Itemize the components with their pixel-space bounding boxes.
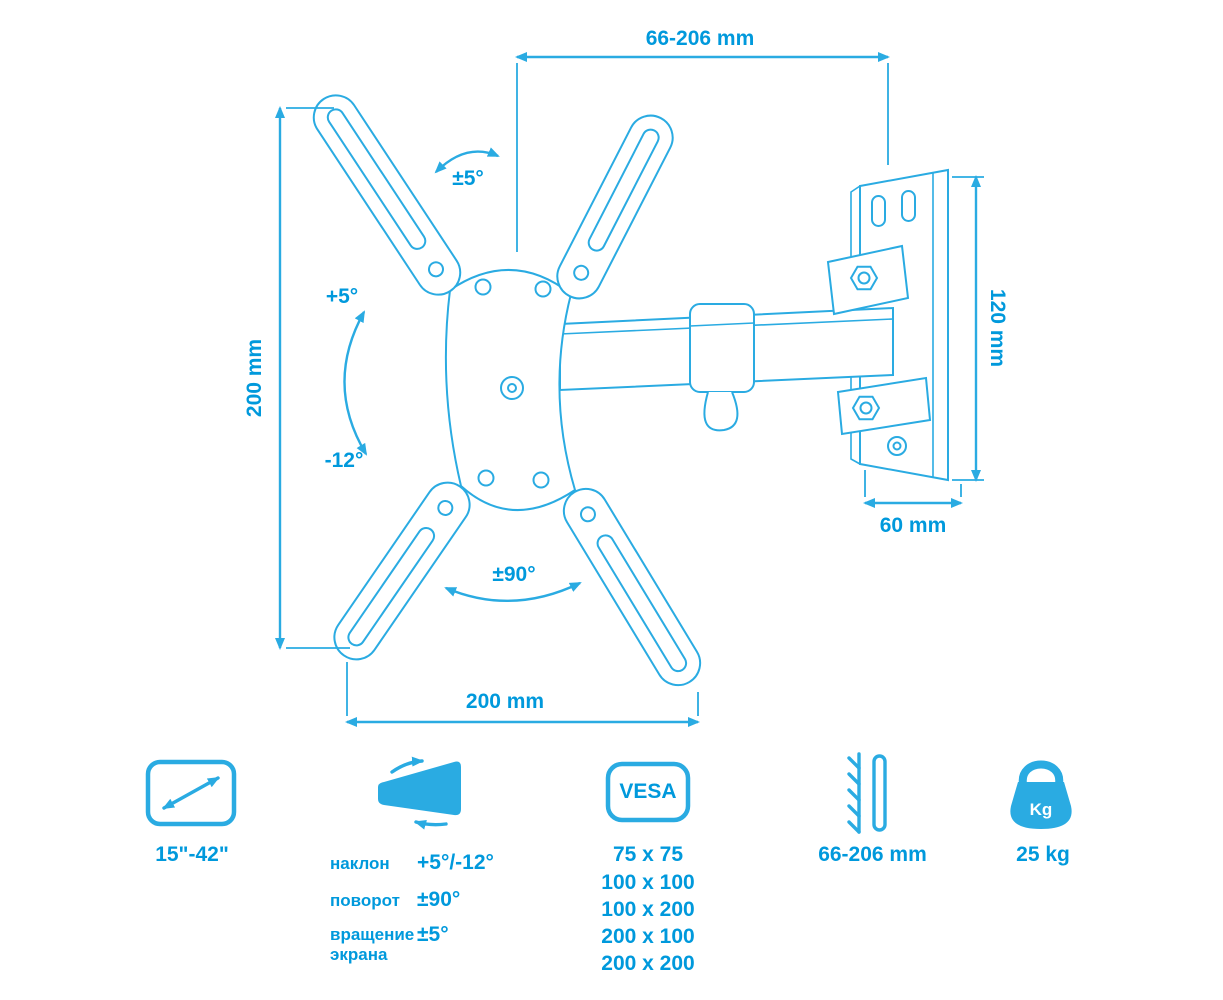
tilt-down-label: -12° xyxy=(324,449,364,472)
rotation-angle-label: ±5° xyxy=(452,167,484,190)
vesa-arm-lower-left xyxy=(333,481,471,661)
dim-wall-plate-height-label: 120 mm xyxy=(986,288,1009,368)
upper-hinge xyxy=(826,244,910,316)
vesa-arm-lower-right xyxy=(562,487,702,687)
vesa-arm-upper-left xyxy=(312,94,462,296)
wall-distance-label: 66-206 mm xyxy=(818,843,927,866)
tilt-row-name: наклон xyxy=(330,854,390,873)
swivel-angle-arrow xyxy=(444,581,582,602)
swivel-angle-label: ±90° xyxy=(492,563,536,586)
vesa-icon xyxy=(605,761,691,823)
rotation-row-name: вращение экрана xyxy=(330,925,415,964)
rotation-angle-arrow xyxy=(434,147,500,174)
dim-plate-height-label: 200 mm xyxy=(243,338,266,418)
tilt-angle-arrow xyxy=(343,310,368,456)
screen-size-icon xyxy=(145,759,237,827)
weight-label: 25 kg xyxy=(1016,843,1070,866)
cable-clip xyxy=(703,391,739,432)
dimension-wall-plate-depth xyxy=(863,470,963,508)
tilt-icon xyxy=(378,756,461,830)
vesa-size-row: 200 x 100 xyxy=(601,925,695,948)
vesa-title: VESA xyxy=(619,780,677,803)
tilt-row-value: +5°/-12° xyxy=(417,851,494,874)
vesa-size-row: 100 x 200 xyxy=(601,898,695,921)
hub-screw-holes xyxy=(474,278,552,489)
vesa-size-row: 200 x 200 xyxy=(601,952,695,975)
vesa-size-row: 100 x 100 xyxy=(601,871,695,894)
screen-size-label: 15"-42" xyxy=(155,843,229,866)
dim-wall-plate-depth-label: 60 mm xyxy=(879,514,947,537)
swivel-row-value: ±90° xyxy=(417,888,461,911)
weight-icon-text: Kg xyxy=(1030,800,1053,819)
lower-hinge xyxy=(836,376,932,436)
rotation-row-value: ±5° xyxy=(417,923,449,946)
swivel-row-name: поворот xyxy=(330,891,400,910)
arm-clamp xyxy=(689,303,755,432)
dimension-extension-range xyxy=(515,52,890,252)
dimension-plate-height xyxy=(275,106,350,650)
weight-icon xyxy=(1010,760,1072,829)
wall-distance-icon xyxy=(847,752,887,834)
dim-plate-width-label: 200 mm xyxy=(465,690,545,713)
dimension-plate-width xyxy=(345,662,700,727)
dimension-wall-plate-height xyxy=(952,175,984,482)
dim-extension-range-label: 66-206 mm xyxy=(645,27,755,50)
vesa-size-row: 75 x 75 xyxy=(612,843,684,866)
tilt-up-label: +5° xyxy=(325,285,359,308)
vesa-arm-upper-right xyxy=(556,114,674,300)
